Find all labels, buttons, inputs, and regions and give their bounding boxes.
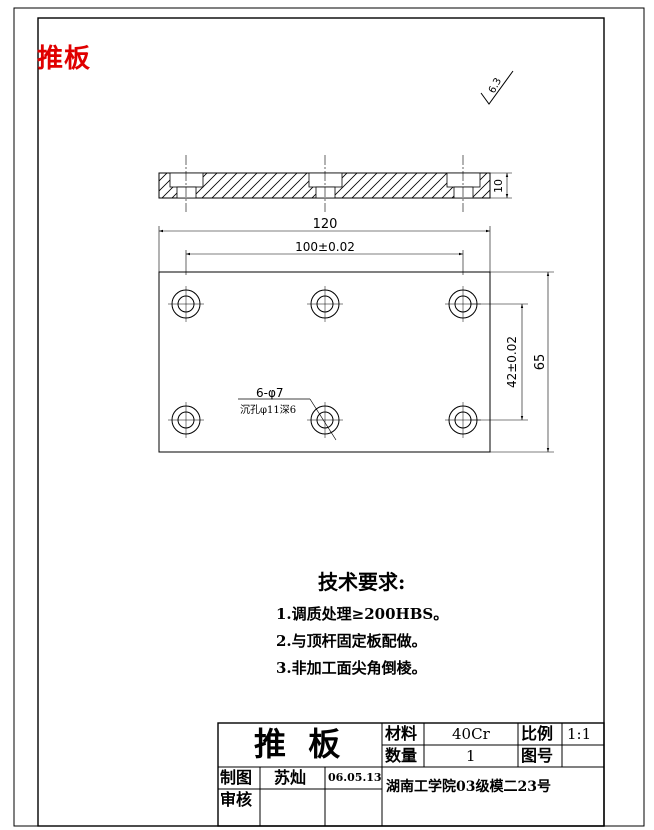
title-block-grid [217, 722, 605, 827]
dim-hole-pitch-y: 42±0.02 [505, 336, 519, 388]
hole-bottom-left [168, 402, 204, 438]
tb-scale-value: 1:1 [567, 725, 592, 743]
counterbore-right [446, 172, 481, 199]
hole-bottom-right [445, 402, 481, 438]
tb-institution: 湖南工学院03级模二23号 [386, 779, 551, 795]
hole-top-mid [307, 286, 343, 322]
hole-top-left [168, 286, 204, 322]
hole-top-right [445, 286, 481, 322]
tb-material-value: 40Cr [452, 725, 490, 743]
tb-drawing-no-label: 图号 [521, 746, 554, 765]
tb-part-name: 推 板 [254, 725, 341, 763]
tech-item-3: 3.非加工面尖角倒棱。 [276, 659, 427, 677]
corner-title: 推板 [37, 44, 92, 74]
technical-requirements: 技术要求: 1.调质处理≥200HBS。 2.与顶杆固定板配做。 3.非加工面尖… [272, 566, 532, 684]
tb-material-label: 材料 [385, 724, 418, 743]
tb-qty-value: 1 [466, 747, 476, 765]
inner-frame [37, 17, 605, 827]
hole-note: 沉孔φ11深6 [240, 403, 296, 416]
counterbore-left [169, 172, 204, 199]
tech-heading: 技术要求: [318, 570, 406, 594]
dim-overall-width: 65 [533, 354, 548, 371]
section-view: 10 [158, 155, 512, 212]
tb-drawn-by: 苏灿 [274, 768, 307, 787]
dim-overall-length: 120 [313, 217, 338, 232]
hole-bottom-mid [307, 402, 343, 438]
tech-item-2: 2.与顶杆固定板配做。 [276, 632, 427, 650]
tb-drawn-label: 制图 [220, 768, 253, 787]
roughness-value: 6.3 [487, 76, 504, 95]
roughness-symbol: 6.3 [480, 70, 514, 105]
plan-view: 120 100±0.02 42±0.02 65 [158, 217, 554, 453]
dim-hole-pitch-x: 100±0.02 [295, 240, 355, 254]
tb-qty-label: 数量 [385, 746, 418, 765]
outer-frame [13, 7, 645, 827]
dim-thickness: 10 [492, 179, 505, 193]
tb-scale-label: 比例 [521, 724, 554, 743]
tb-date: 06.05.13 [328, 771, 382, 784]
hole-callout: 6-φ7 [256, 386, 284, 400]
tech-item-1: 1.调质处理≥200HBS。 [276, 605, 449, 623]
tb-check-label: 审核 [220, 790, 253, 809]
counterbore-mid [308, 172, 343, 199]
